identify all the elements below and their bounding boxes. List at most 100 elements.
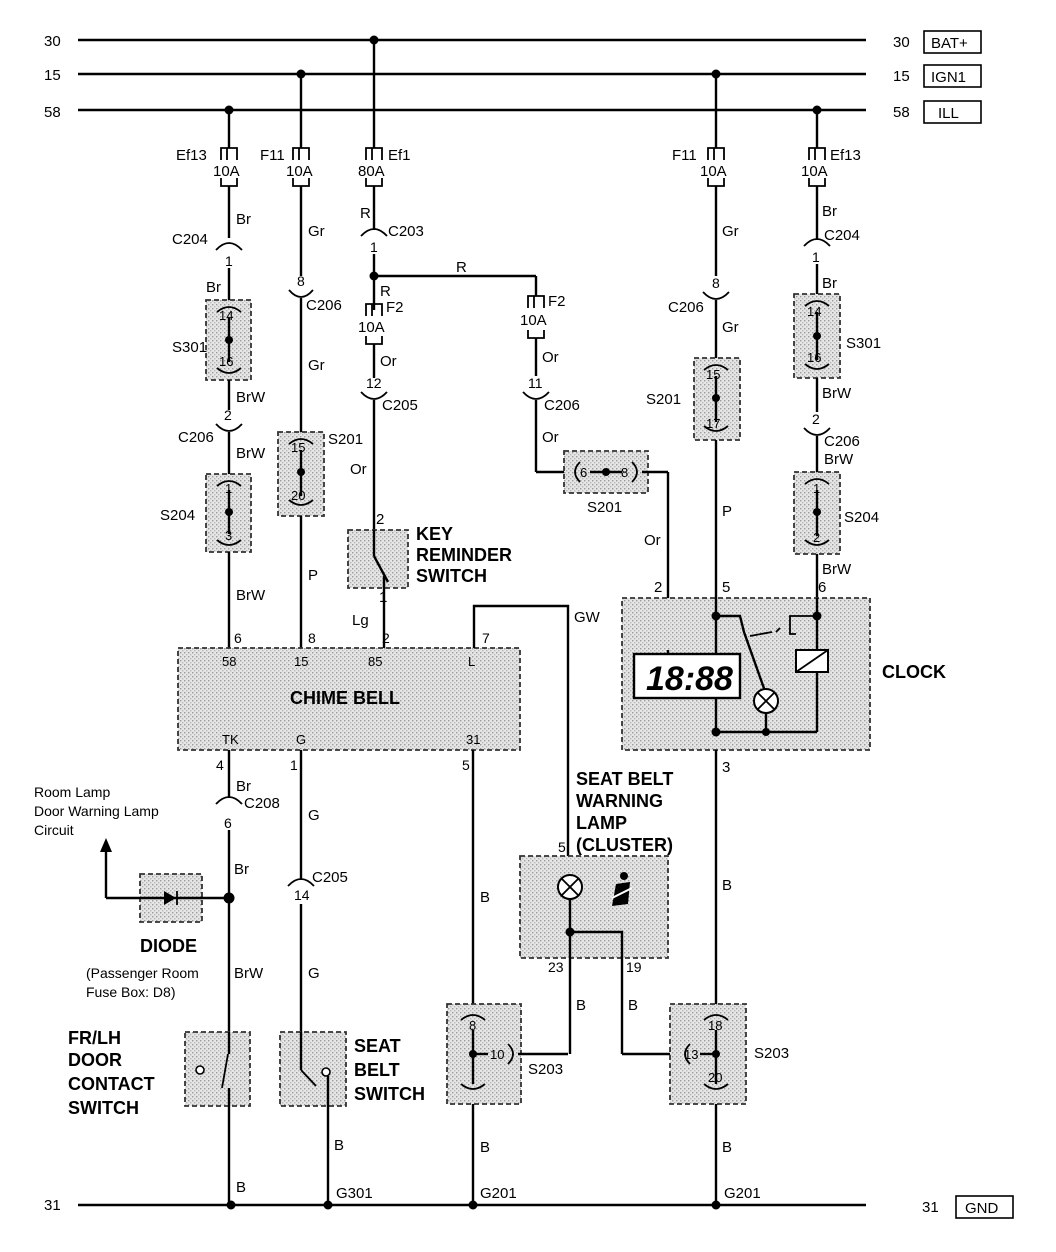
wire-color: Br bbox=[234, 861, 249, 878]
wire-color: R bbox=[360, 205, 371, 222]
component-label: KEY bbox=[416, 524, 453, 544]
fuse-rating: 10A bbox=[286, 163, 313, 180]
pin-number: 2 bbox=[812, 411, 820, 427]
connector-label: C205 bbox=[312, 869, 348, 886]
pin-number: 3 bbox=[722, 759, 730, 776]
left-gr-circuit: Gr 8 C206 Gr 15 20 S201 P bbox=[277, 223, 363, 648]
bus-15-right-label: 15 bbox=[893, 68, 910, 85]
ign1-label: IGN1 bbox=[931, 69, 966, 86]
component-label: (CLUSTER) bbox=[576, 835, 673, 855]
pin-number: 14 bbox=[294, 887, 310, 903]
wire-color: B bbox=[722, 877, 732, 894]
pin-function: 58 bbox=[222, 654, 236, 669]
clock-power-circuit: Gr 8 C206 Gr 15 17 S201 P 5 bbox=[646, 223, 741, 598]
wire-color: Br bbox=[236, 211, 251, 228]
pin-function: G bbox=[296, 732, 306, 747]
pin-number: 2 bbox=[224, 407, 232, 423]
chime-bell-label: CHIME BELL bbox=[290, 688, 400, 708]
fuse-f11-left: F11 10A bbox=[260, 74, 313, 276]
wire-color: GW bbox=[574, 609, 601, 626]
component-label: FR/LH bbox=[68, 1028, 121, 1048]
gnd-label: GND bbox=[965, 1200, 999, 1217]
fuse-f11-right: F11 10A bbox=[672, 74, 727, 276]
splice-label: S203 bbox=[528, 1061, 563, 1078]
bus-30-left-label: 30 bbox=[44, 33, 61, 50]
note-text: Door Warning Lamp bbox=[34, 803, 159, 819]
ground-label: G301 bbox=[336, 1185, 373, 1202]
pin-number: 1 bbox=[290, 757, 298, 773]
ground-label: G201 bbox=[724, 1185, 761, 1202]
pin-number: 10 bbox=[490, 1047, 504, 1062]
splice-label: S203 bbox=[754, 1045, 789, 1062]
splice-s301-right bbox=[793, 293, 841, 379]
connector-label: C206 bbox=[824, 433, 860, 450]
clock-label: CLOCK bbox=[882, 662, 946, 682]
note-text: Circuit bbox=[34, 822, 74, 838]
left-br-circuit: Br C204 1 Br 14 16 S301 BrW 2 C206 BrW 1… bbox=[160, 211, 266, 648]
wire-color: R bbox=[380, 283, 391, 300]
door-contact-switch-box bbox=[184, 1031, 251, 1107]
door-circuit: Br C208 6 Br BrW Room Lamp Door Warning … bbox=[34, 750, 280, 1205]
pin-number: 4 bbox=[216, 757, 224, 773]
bat-plus-label: BAT+ bbox=[931, 35, 968, 52]
diode-label: DIODE bbox=[140, 936, 197, 956]
component-label: CONTACT bbox=[68, 1074, 155, 1094]
connector-label: C203 bbox=[388, 223, 424, 240]
wire-color: R bbox=[456, 259, 467, 276]
splice-label: S201 bbox=[646, 391, 681, 408]
pin-number: 1 bbox=[370, 239, 378, 255]
connector-label: C205 bbox=[382, 397, 418, 414]
pin-number: 11 bbox=[528, 375, 543, 391]
pin-number: 2 bbox=[376, 511, 384, 528]
fuse-ef13-right: Ef13 10A bbox=[801, 110, 861, 240]
wire-color: B bbox=[480, 1139, 490, 1156]
wire-color: Or bbox=[542, 429, 559, 446]
pin-number: 20 bbox=[708, 1070, 722, 1085]
bus-58: 58 58 ILL bbox=[44, 100, 982, 124]
pin-number: 23 bbox=[548, 959, 564, 975]
wire-color: G bbox=[308, 807, 320, 824]
pin-number: 2 bbox=[654, 579, 662, 596]
wire-color: Gr bbox=[308, 223, 325, 240]
wire-color: BrW bbox=[236, 389, 266, 406]
bus-58-left-label: 58 bbox=[44, 104, 61, 121]
wire-color: Lg bbox=[352, 612, 369, 629]
wire-color: Gr bbox=[722, 319, 739, 336]
bus-58-right-label: 58 bbox=[893, 104, 910, 121]
splice-label: S301 bbox=[846, 335, 881, 352]
fuse-rating: 10A bbox=[213, 163, 240, 180]
splice-label: S204 bbox=[844, 509, 879, 526]
fuse-name: Ef13 bbox=[176, 147, 207, 164]
ill-label: ILL bbox=[938, 105, 959, 122]
splice-label: S201 bbox=[328, 431, 363, 448]
connector-label: C206 bbox=[544, 397, 580, 414]
bus-30-right-label: 30 bbox=[893, 34, 910, 51]
component-label: SEAT bbox=[354, 1036, 401, 1056]
wire-color: B bbox=[480, 889, 490, 906]
component-label: DOOR bbox=[68, 1050, 122, 1070]
bus-15: 15 15 IGN1 bbox=[44, 64, 982, 88]
pin-function: 31 bbox=[466, 732, 480, 747]
key-reminder-switch: 2 1 Lg KEY REMINDER SWITCH bbox=[347, 511, 512, 648]
note-text: (Passenger Room bbox=[86, 965, 199, 981]
clock: 18:88 CLOCK bbox=[621, 597, 946, 751]
fuse-rating: 10A bbox=[801, 163, 828, 180]
pin-function: 85 bbox=[368, 654, 382, 669]
pin-number: 13 bbox=[684, 1047, 698, 1062]
pin-number: 6 bbox=[580, 465, 587, 480]
pin-number: 6 bbox=[234, 630, 242, 646]
splice-label: S204 bbox=[160, 507, 195, 524]
wire-color: B bbox=[628, 997, 638, 1014]
bus-30: 30 30 BAT+ bbox=[44, 30, 982, 54]
fuse-name: Ef13 bbox=[830, 147, 861, 164]
pin-number: 1 bbox=[225, 481, 232, 496]
r-circuit: R C203 1 R R F2 10A Or 12 C205 Or F2 10A… bbox=[350, 205, 670, 650]
fuse-name: F2 bbox=[386, 299, 404, 316]
fuse-rating: 10A bbox=[700, 163, 727, 180]
wire-color: B bbox=[722, 1139, 732, 1156]
connector-label: C204 bbox=[824, 227, 860, 244]
component-label: LAMP bbox=[576, 813, 627, 833]
seat-belt-switch-circuit: G C205 14 G B G301 SEAT BELT SWITCH bbox=[279, 750, 425, 1205]
splice-label: S301 bbox=[172, 339, 207, 356]
pin-number: 3 bbox=[225, 528, 232, 543]
